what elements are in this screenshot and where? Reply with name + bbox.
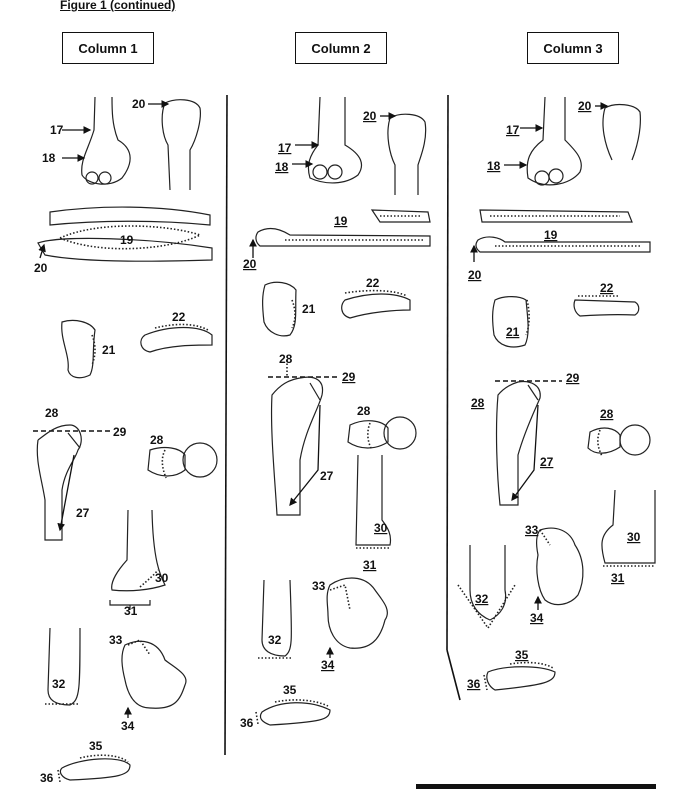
column-2-labels: 17 18 20 19 20 21 22 28 29 28 27 30 31 3… (240, 109, 388, 730)
label-30: 30 (155, 571, 169, 585)
label-32: 32 (52, 677, 66, 691)
column-2-bones (249, 96, 431, 726)
label-29: 29 (566, 371, 580, 385)
label-20: 20 (243, 257, 257, 271)
column-3-heading: Column 3 (527, 32, 619, 64)
label-18: 18 (487, 159, 501, 173)
label-30: 30 (374, 521, 388, 535)
label-35: 35 (283, 683, 297, 697)
column-divider (446, 649, 461, 701)
label-27: 27 (76, 506, 90, 520)
label-28: 28 (45, 406, 59, 420)
column-1-bones (33, 96, 218, 783)
label-17: 17 (278, 141, 292, 155)
label-36: 36 (467, 677, 481, 691)
label-20: 20 (468, 268, 482, 282)
label-20: 20 (363, 109, 377, 123)
label-28: 28 (357, 404, 371, 418)
label-20: 20 (34, 261, 48, 275)
column-3-bones (457, 96, 656, 691)
label-27: 27 (540, 455, 554, 469)
label-32: 32 (268, 633, 282, 647)
column-1-labels: 17 18 20 19 20 21 22 28 29 28 27 30 31 3… (34, 97, 186, 785)
label-21: 21 (302, 302, 316, 316)
label-34: 34 (121, 719, 135, 733)
label-29: 29 (342, 370, 356, 384)
label-19: 19 (334, 214, 348, 228)
label-36: 36 (240, 716, 254, 730)
column-divider (224, 94, 228, 756)
label-34: 34 (321, 658, 335, 672)
figure-title: Figure 1 (continued) (60, 0, 176, 12)
label-30: 30 (627, 530, 641, 544)
label-31: 31 (124, 604, 138, 618)
label-19: 19 (120, 233, 134, 247)
label-19: 19 (544, 228, 558, 242)
label-22: 22 (172, 310, 186, 324)
label-22: 22 (366, 276, 380, 290)
label-20: 20 (132, 97, 146, 111)
column-1-heading: Column 1 (62, 32, 154, 64)
label-21: 21 (506, 325, 520, 339)
column-3-labels: 17 18 20 19 20 21 22 28 29 28 27 30 31 3… (467, 99, 641, 691)
label-17: 17 (506, 123, 520, 137)
label-20: 20 (578, 99, 592, 113)
label-27: 27 (320, 469, 334, 483)
label-33: 33 (109, 633, 123, 647)
label-28: 28 (150, 433, 164, 447)
label-31: 31 (363, 558, 377, 572)
footer-rule (416, 784, 656, 789)
label-22: 22 (600, 281, 614, 295)
label-35: 35 (89, 739, 103, 753)
label-35: 35 (515, 648, 529, 662)
column-divider (446, 94, 449, 651)
label-17: 17 (50, 123, 64, 137)
label-28: 28 (471, 396, 485, 410)
label-31: 31 (611, 571, 625, 585)
label-29: 29 (113, 425, 127, 439)
label-21: 21 (102, 343, 116, 357)
column-2-heading: Column 2 (295, 32, 387, 64)
label-33: 33 (525, 523, 539, 537)
label-18: 18 (42, 151, 56, 165)
label-18: 18 (275, 160, 289, 174)
label-28: 28 (279, 352, 293, 366)
label-34: 34 (530, 611, 544, 625)
label-32: 32 (475, 592, 489, 606)
label-28: 28 (600, 407, 614, 421)
label-33: 33 (312, 579, 326, 593)
label-36: 36 (40, 771, 54, 785)
